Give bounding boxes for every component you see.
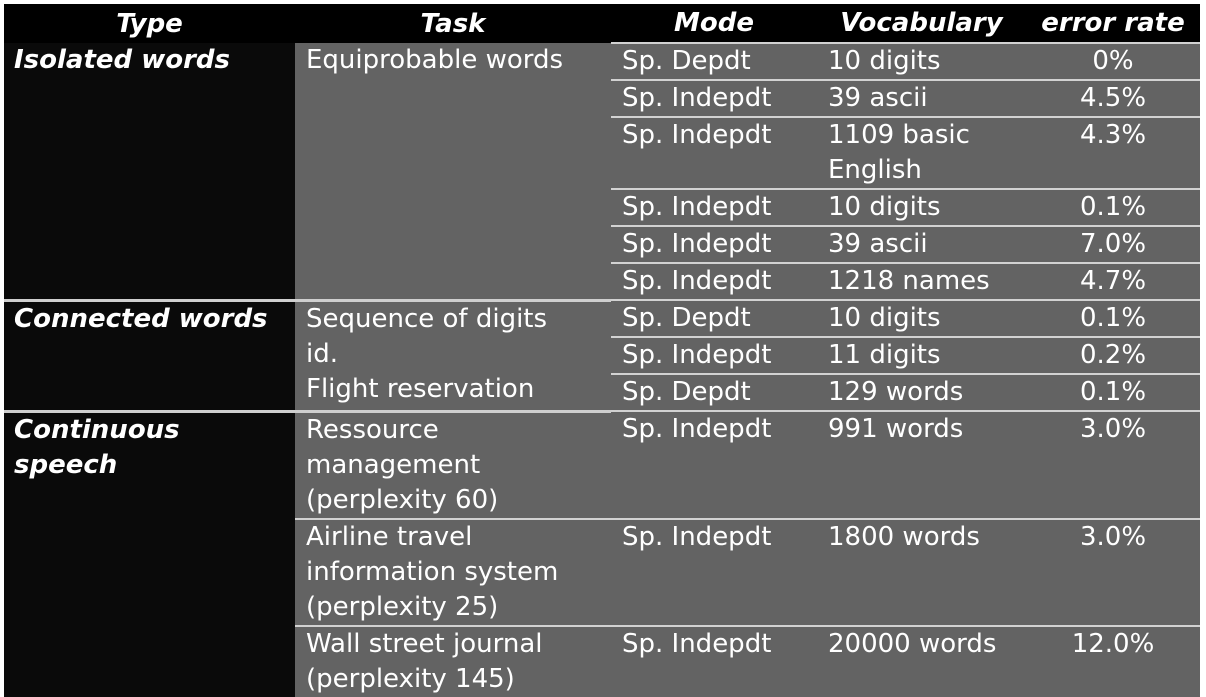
header-row: Type Task Mode Vocabulary error rate xyxy=(4,4,1200,43)
header-vocabulary: Vocabulary xyxy=(817,4,1026,43)
error-rate-cell: 4.3% xyxy=(1026,116,1200,189)
mode-cell: Sp. Depdt xyxy=(611,373,817,411)
vocab-cell: 39 ascii xyxy=(817,225,1026,263)
vocab-cell: 11 digits xyxy=(817,336,1026,374)
type-cell-isolated: Isolated words xyxy=(4,43,295,300)
vocab-cell: 10 digits xyxy=(817,299,1026,337)
header-type: Type xyxy=(4,4,295,43)
vocab-cell: 1218 names xyxy=(817,262,1026,300)
mode-cell: Sp. Indepdt xyxy=(611,188,817,226)
table-row: Sp. Indepdt 10 digits 0.1% xyxy=(4,188,1200,226)
vocab-cell: 1800 words xyxy=(817,517,1026,626)
error-rate-cell: 4.5% xyxy=(1026,79,1200,117)
error-rate-cell: 0.2% xyxy=(1026,336,1200,374)
task-cell-equiprobable: Equiprobable words xyxy=(295,43,611,300)
error-rate-cell: 3.0% xyxy=(1026,410,1200,519)
task-cell-wsj: Wall street journal (perplexity 145) xyxy=(295,624,611,697)
vocab-cell: 129 words xyxy=(817,373,1026,411)
type-cell-continuous: Continuous speech xyxy=(4,409,295,697)
mode-cell: Sp. Indepdt xyxy=(611,517,817,626)
error-rate-cell: 3.0% xyxy=(1026,517,1200,626)
mode-cell: Sp. Indepdt xyxy=(611,624,817,697)
table-row: Isolated words Equiprobable words Sp. De… xyxy=(4,42,1200,300)
speech-recognition-table: Type Task Mode Vocabulary error rate Iso… xyxy=(4,4,1200,697)
results-table: Type Task Mode Vocabulary error rate Iso… xyxy=(4,4,1200,697)
vocab-cell: 20000 words xyxy=(817,624,1026,697)
mode-cell: Sp. Indepdt xyxy=(611,262,817,300)
table-row: Airline travel information system (perpl… xyxy=(4,517,1200,626)
vocab-cell: 991 words xyxy=(817,410,1026,519)
error-rate-cell: 0.1% xyxy=(1026,373,1200,411)
table-row: Sp. Indepdt 39 ascii 7.0% xyxy=(4,225,1200,263)
vocab-cell: 39 ascii xyxy=(817,79,1026,117)
error-rate-cell: 7.0% xyxy=(1026,225,1200,263)
task-cell-resource: Ressource management (perplexity 60) xyxy=(295,409,611,519)
table-row: Continuous speech Ressource management (… xyxy=(4,409,1200,697)
header-error-rate: error rate xyxy=(1026,4,1200,43)
table-row: Sp. Indepdt 11 digits 0.2% xyxy=(4,336,1200,374)
vocab-cell: 10 digits xyxy=(817,42,1026,80)
mode-cell: Sp. Indepdt xyxy=(611,336,817,374)
table-row: Connected words Sequence of digits id. F… xyxy=(4,298,1200,411)
header-mode: Mode xyxy=(611,4,817,43)
mode-cell: Sp. Indepdt xyxy=(611,410,817,519)
type-cell-connected: Connected words xyxy=(4,298,295,411)
error-rate-cell: 0.1% xyxy=(1026,299,1200,337)
table-row: Sp. Indepdt 1218 names 4.7% xyxy=(4,262,1200,300)
header-task: Task xyxy=(295,4,611,43)
task-cell-airline: Airline travel information system (perpl… xyxy=(295,517,611,626)
mode-cell: Sp. Depdt xyxy=(611,42,817,80)
mode-cell: Sp. Indepdt xyxy=(611,225,817,263)
error-rate-cell: 12.0% xyxy=(1026,624,1200,697)
mode-cell: Sp. Depdt xyxy=(611,299,817,337)
task-cell-connected: Sequence of digits id. Flight reservatio… xyxy=(295,298,611,411)
error-rate-cell: 0.1% xyxy=(1026,188,1200,226)
error-rate-cell: 0% xyxy=(1026,42,1200,80)
mode-cell: Sp. Indepdt xyxy=(611,116,817,189)
vocab-cell: 10 digits xyxy=(817,188,1026,226)
error-rate-cell: 4.7% xyxy=(1026,262,1200,300)
mode-cell: Sp. Indepdt xyxy=(611,79,817,117)
table-row: Sp. Depdt 129 words 0.1% xyxy=(4,373,1200,411)
table-row: Sp. Indepdt 39 ascii 4.5% xyxy=(4,79,1200,117)
